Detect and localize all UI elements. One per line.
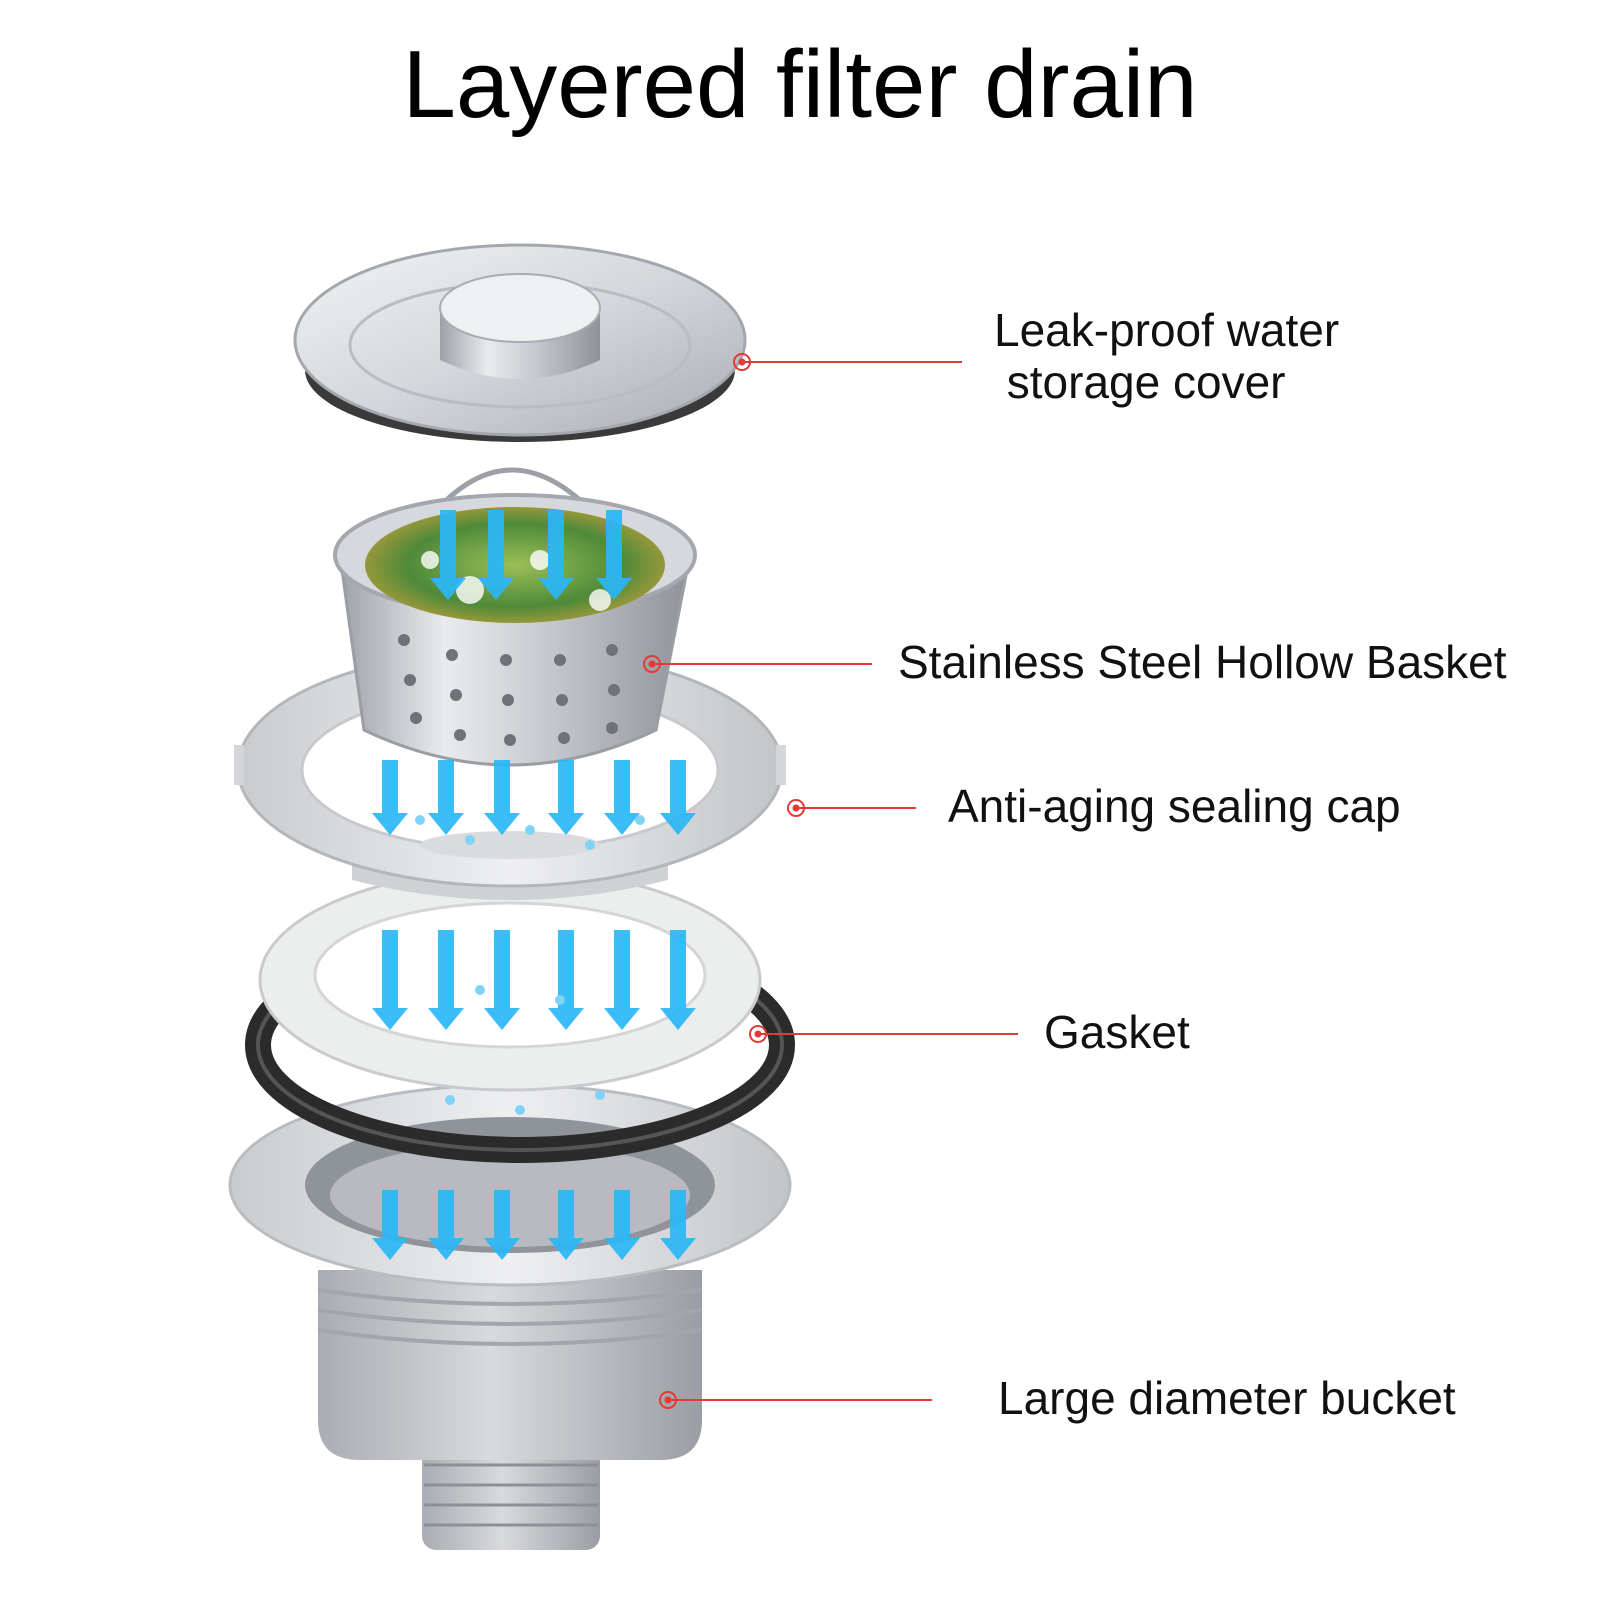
callout-dot-icon: [643, 655, 661, 673]
water-flow-arrow-icon: [604, 760, 640, 835]
water-droplet-icon: [595, 1090, 605, 1100]
callout-gasket: [749, 1025, 1018, 1043]
water-droplet-icon: [525, 825, 535, 835]
water-flow-arrow-icon: [484, 930, 520, 1030]
water-flow-arrow-icon: [428, 1190, 464, 1260]
label-cover-line-1: Leak-proof water: [994, 304, 1340, 356]
basket-part: [333, 467, 697, 767]
water-flow-arrow-icon: [372, 760, 408, 835]
callout-dot-icon: [749, 1025, 767, 1043]
callout-dot-icon: [659, 1391, 677, 1409]
water-flow-arrow-icon: [538, 510, 574, 600]
label-basket-line-1: Stainless Steel Hollow Basket: [898, 636, 1507, 688]
label-cover: Leak-proof water storage cover: [994, 304, 1339, 409]
callout-dot-icon: [787, 799, 805, 817]
water-flow-arrow-icon: [548, 760, 584, 835]
callout-dot-icon: [733, 353, 751, 371]
water-flow-arrow-icon: [428, 760, 464, 835]
water-droplet-icon: [465, 835, 475, 845]
water-flow-arrow-icon: [548, 1190, 584, 1260]
bucket-threads: [424, 1463, 598, 1527]
water-flow-arrow-icon: [548, 930, 584, 1030]
water-flow-arrow-icon: [596, 510, 632, 600]
water-droplet-icon: [415, 815, 425, 825]
label-bucket: Large diameter bucket: [998, 1372, 1456, 1424]
water-droplet-icon: [635, 815, 645, 825]
water-flow-arrows: [372, 510, 696, 1260]
water-droplet-icon: [555, 995, 565, 1005]
label-basket: Stainless Steel Hollow Basket: [898, 636, 1507, 688]
water-flow-arrow-icon: [660, 760, 696, 835]
callout-cap: [787, 799, 916, 817]
label-gasket: Gasket: [1044, 1006, 1190, 1058]
basket-holes: [398, 634, 620, 746]
water-flow-arrow-icon: [372, 930, 408, 1030]
water-flow-arrow-icon: [428, 930, 464, 1030]
water-flow-arrow-icon: [484, 760, 520, 835]
label-bucket-line-1: Large diameter bucket: [998, 1372, 1456, 1424]
callout-bucket: [659, 1391, 932, 1409]
cap-notches: [234, 745, 786, 785]
callout-cover: [733, 353, 962, 371]
water-flow-arrow-icon: [484, 1190, 520, 1260]
callout-basket: [643, 655, 872, 673]
water-flow-arrow-icon: [478, 510, 514, 600]
water-droplet-icon: [585, 840, 595, 850]
water-droplet-icon: [475, 985, 485, 995]
label-cover-line-2: storage cover: [994, 356, 1286, 409]
water-flow-arrow-icon: [604, 1190, 640, 1260]
water-flow-arrow-icon: [430, 510, 466, 600]
label-gasket-line-1: Gasket: [1044, 1006, 1190, 1058]
water-flow-arrow-icon: [372, 1190, 408, 1260]
water-droplet-icon: [515, 1105, 525, 1115]
page-title: Layered filter drain: [402, 31, 1198, 138]
water-flow-arrow-icon: [660, 930, 696, 1030]
bucket-body: [318, 1270, 702, 1460]
water-flow-arrow-icon: [660, 1190, 696, 1260]
cover-part: [293, 243, 747, 442]
label-cap: Anti-aging sealing cap: [948, 780, 1401, 832]
water-droplet-icon: [445, 1095, 455, 1105]
bucket-thread-pipe: [422, 1440, 600, 1550]
water-flow-arrow-icon: [604, 930, 640, 1030]
label-cap-line-1: Anti-aging sealing cap: [948, 780, 1401, 832]
